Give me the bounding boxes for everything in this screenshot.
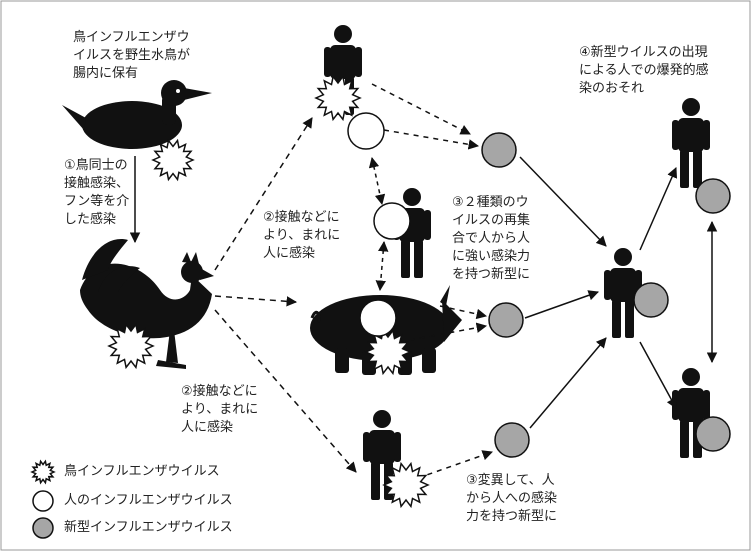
label-reassortment: ③２種類のウ イルスの再集 合で人から人 に強い感染力 を持つ新型に: [452, 195, 531, 282]
arrow-upper-circle-to-gray: [383, 129, 480, 150]
arrow-gray-top-to-center: [519, 156, 607, 247]
new-flu-virus-icon: [695, 178, 731, 214]
label-contact-lower: ②接触などに より、まれに 人に感染: [181, 384, 259, 435]
legend-bird-flu: 鳥インフルエンザウイルス: [64, 464, 220, 479]
new-flu-virus-icon: [633, 282, 669, 318]
bird-flu-virus-icon: [107, 322, 155, 370]
label-wild-bird: 鳥インフルエンザウ イルスを野生水鳥が 腸内に保有: [73, 30, 191, 81]
legend-human-flu: 人のインフルエンザウイルス: [64, 493, 233, 508]
human-flu-virus-icon: [32, 490, 54, 512]
bird-flu-virus-icon: [314, 74, 362, 122]
arrow-lower-to-gray: [417, 450, 493, 479]
bird-flu-virus-icon: [364, 328, 412, 376]
human-flu-virus-icon: [347, 112, 385, 150]
arrow-chicken-to-lower-person: [214, 309, 357, 473]
label-contact-upper: ②接触などに より、まれに 人に感染: [263, 210, 341, 261]
new-flu-virus-icon: [488, 302, 524, 338]
bird-flu-virus-icon: [30, 459, 56, 485]
arrow-middle-pig-bidir: [375, 240, 389, 292]
wild-duck-icon: [62, 80, 212, 149]
new-flu-virus-icon: [695, 416, 731, 452]
arrow-center-to-right-bottom: [639, 341, 677, 409]
arrow-center-to-right-top: [639, 167, 678, 251]
arrow-gray-low-to-center: [529, 337, 607, 429]
label-bird-to-bird: ①鳥同士の 接触感染、 フン等を介 した感染: [64, 158, 130, 227]
legend-new-flu: 新型インフルエンザウイルス: [64, 520, 233, 535]
bird-flu-virus-icon: [151, 138, 195, 182]
new-flu-virus-icon: [481, 132, 517, 168]
human-flu-virus-icon: [373, 202, 411, 240]
new-flu-virus-icon: [494, 422, 530, 458]
arrow-chicken-to-person: [214, 117, 313, 271]
arrow-chicken-to-pig: [214, 295, 298, 307]
label-pandemic: ④新型ウイルスの出現 による人での爆発的感 染のおそれ: [579, 45, 709, 96]
chicken-icon: [80, 239, 214, 369]
bird-flu-virus-icon: [382, 461, 430, 509]
human-flu-virus-icon: [359, 299, 397, 337]
person-right-top-icon: [672, 98, 710, 188]
arrow-upper-to-gray: [371, 83, 471, 135]
arrow-gray-mid-to-center: [524, 290, 599, 319]
new-flu-virus-icon: [32, 517, 54, 539]
label-mutation: ③変異して、人 から人への感染 力を持つ新型に: [466, 473, 558, 524]
arrow-pig-to-gray-lower: [409, 322, 488, 341]
arrow-pig-to-gray-upper: [439, 305, 488, 320]
arrow-upper-middle-bidir: [368, 156, 386, 206]
